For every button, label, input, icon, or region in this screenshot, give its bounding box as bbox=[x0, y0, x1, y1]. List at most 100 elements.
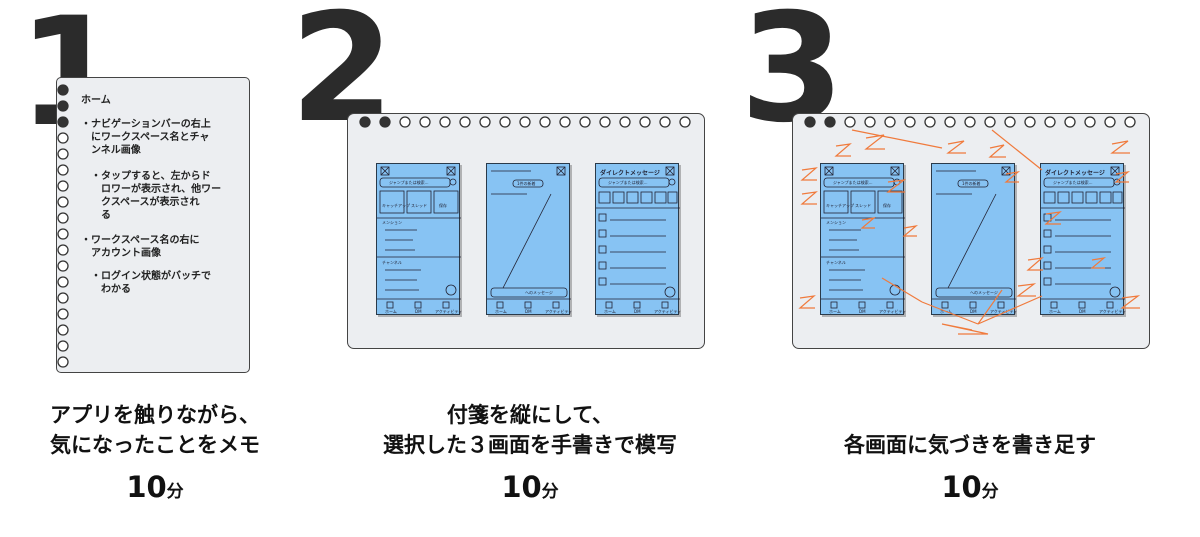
home-section-mentions: メンション bbox=[826, 220, 846, 225]
memo-notebook: ホーム ・ ナビゲーションバーの右上 にワークスペース名とチャ ンネル画像 ・ … bbox=[56, 77, 250, 373]
home-section-channels: チャンネル bbox=[382, 260, 402, 265]
memo-text: る bbox=[101, 210, 111, 221]
annotation-z-mark bbox=[1004, 171, 1021, 183]
annotation-z-mark bbox=[902, 225, 919, 237]
step2-duration-value: 10 bbox=[501, 470, 542, 504]
annotation-z-mark bbox=[800, 191, 818, 205]
annotation-z-mark bbox=[1120, 295, 1141, 309]
spiral-binding-horizontal bbox=[804, 116, 1136, 128]
annotation-z-mark bbox=[1110, 140, 1130, 154]
annotation-z-mark bbox=[1044, 211, 1062, 225]
dm-tab-home: ホーム bbox=[1049, 309, 1061, 314]
annotation-z-mark bbox=[886, 179, 907, 193]
home-tab-home: ホーム bbox=[829, 309, 841, 314]
dm-title: ダイレクトメッセージ bbox=[600, 170, 660, 177]
step2-caption-line2: 選択した３画面を手書きで模写 bbox=[383, 433, 677, 457]
home-section-channels: チャンネル bbox=[826, 260, 846, 265]
memo-bullet: ・ bbox=[81, 235, 91, 246]
home-quick-threads: スレッド bbox=[411, 203, 427, 208]
home-tab-dm: DM bbox=[859, 309, 866, 314]
home-tab-activity: アクティビティ bbox=[879, 309, 907, 314]
channel-tab-activity: アクティビティ bbox=[545, 309, 573, 314]
sketch-channel-screen: 1件の新着 へのメッセージ ホーム DM アクティビティ bbox=[486, 163, 573, 315]
channel-message-input: へのメッセージ bbox=[970, 290, 998, 295]
memo-text: ログイン状態がバッチで bbox=[101, 271, 211, 282]
channel-tab-dm: DM bbox=[970, 309, 977, 314]
memo-text: アカウント画像 bbox=[91, 248, 161, 259]
memo-text: わかる bbox=[101, 284, 131, 295]
dm-tab-activity: アクティビティ bbox=[1099, 309, 1127, 314]
spiral-binding-vertical bbox=[57, 84, 69, 368]
annotation-connector-line bbox=[881, 277, 923, 303]
memo-bullet: ・ bbox=[91, 271, 101, 282]
annotation-z-mark bbox=[946, 140, 966, 154]
memo-bullet: ・ bbox=[91, 171, 101, 182]
channel-tab-activity: アクティビティ bbox=[990, 309, 1018, 314]
dm-search-text: ジャンプまたは検索... bbox=[1053, 180, 1093, 185]
step3-duration-value: 10 bbox=[941, 470, 982, 504]
step1-duration-unit: 分 bbox=[166, 482, 184, 502]
home-sketch-lines bbox=[377, 166, 461, 309]
annotated-dm-screen: ダイレクトメッセージ ジャンプまたは検索... ホーム DM アクティビティ bbox=[1040, 163, 1127, 315]
step2-duration: 10分 bbox=[330, 470, 730, 504]
home-tab-activity: アクティビティ bbox=[435, 309, 463, 314]
sketch-home-screen: ジャンプまたは検索... キャッチアップ スレッド 保存 メンション チャンネル… bbox=[376, 163, 463, 315]
home-quick-catchup: キャッチアップ bbox=[826, 203, 854, 208]
home-tab-dm: DM bbox=[415, 309, 422, 314]
home-section-mentions: メンション bbox=[382, 220, 402, 225]
step2-caption: 付箋を縦にして、 選択した３画面を手書きで模写 bbox=[330, 400, 730, 460]
annotation-scribbles bbox=[798, 129, 1141, 335]
memo-text: タップすると、左からド bbox=[101, 171, 211, 182]
channel-tab-dm: DM bbox=[525, 309, 532, 314]
annotation-connector-line bbox=[977, 289, 1003, 325]
step1-caption-line2: 気になったことをメモ bbox=[50, 433, 260, 457]
channel-tab-home: ホーム bbox=[495, 309, 507, 314]
annotation-z-mark bbox=[1114, 171, 1131, 183]
step2-caption-line1: 付箋を縦にして、 bbox=[446, 403, 614, 427]
home-search-text: ジャンプまたは検索... bbox=[833, 180, 873, 185]
home-quick-saved: 保存 bbox=[439, 203, 447, 208]
step1-caption-line1: アプリを触りながら、 bbox=[50, 403, 260, 427]
annotation-connector-line bbox=[851, 129, 943, 149]
channel-message-input: へのメッセージ bbox=[525, 290, 553, 295]
channel-new-pill: 1件の新着 bbox=[962, 181, 981, 186]
annotation-connector-line bbox=[921, 301, 979, 325]
step1-duration: 10分 bbox=[0, 470, 310, 504]
annotation-connector-line bbox=[991, 129, 1043, 171]
channel-new-pill: 1件の新着 bbox=[517, 181, 536, 186]
memo-text: ワークスペース名の右に bbox=[91, 235, 200, 246]
step1-duration-value: 10 bbox=[126, 470, 167, 504]
step3-caption: 各画面に気づきを書き足す bbox=[770, 430, 1170, 460]
sketch-dm-screen: ダイレクトメッセージ ジャンプまたは検索... ホーム DM アクティビティ bbox=[595, 163, 682, 315]
annotation-z-mark bbox=[1026, 257, 1044, 271]
home-sketch-lines bbox=[821, 166, 905, 309]
annotation-z-mark bbox=[800, 167, 818, 181]
channel-sketch-lines bbox=[932, 166, 1016, 309]
annotation-z-mark bbox=[860, 217, 877, 229]
dm-tab-dm: DM bbox=[1079, 309, 1086, 314]
annotation-z-mark bbox=[1016, 283, 1037, 297]
spiral-binding-horizontal bbox=[359, 116, 691, 128]
step3-duration-unit: 分 bbox=[981, 482, 999, 502]
memo-heading: ホーム bbox=[81, 95, 111, 106]
dm-search-text: ジャンプまたは検索... bbox=[608, 180, 648, 185]
home-search-text: ジャンプまたは検索... bbox=[389, 180, 429, 185]
annotation-z-mark bbox=[941, 323, 989, 335]
channel-sketch-lines bbox=[487, 166, 571, 309]
memo-text: クスペースが表示され bbox=[101, 197, 200, 208]
dm-sketch-lines bbox=[596, 166, 680, 309]
memo-text: にワークスペース名とチャ bbox=[91, 132, 210, 143]
annotated-channel-screen: 1件の新着 へのメッセージ ホーム DM アクティビティ bbox=[931, 163, 1018, 315]
dm-tab-activity: アクティビティ bbox=[654, 309, 682, 314]
annotation-z-mark bbox=[988, 144, 1006, 158]
annotation-z-mark bbox=[834, 143, 852, 157]
step3-caption-line1: 各画面に気づきを書き足す bbox=[844, 433, 1096, 457]
memo-text: ンネル画像 bbox=[91, 145, 141, 156]
annotation-z-mark bbox=[798, 295, 816, 309]
home-quick-saved: 保存 bbox=[883, 203, 891, 208]
dm-title: ダイレクトメッセージ bbox=[1045, 170, 1105, 177]
home-quick-threads: スレッド bbox=[855, 203, 871, 208]
memo-bullet: ・ bbox=[81, 119, 91, 130]
step3-duration: 10分 bbox=[770, 470, 1170, 504]
step1-caption: アプリを触りながら、 気になったことをメモ bbox=[0, 400, 310, 460]
